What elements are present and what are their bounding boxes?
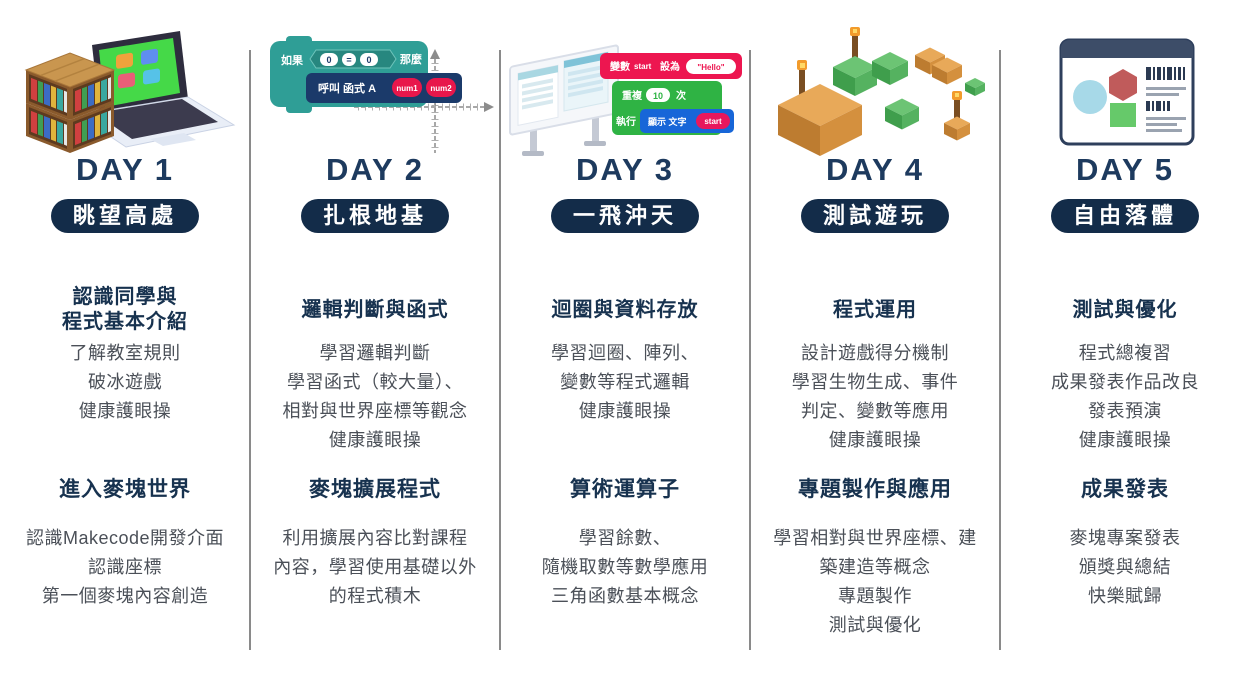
- green-cube-center: [885, 98, 919, 130]
- svg-text:次: 次: [676, 89, 686, 102]
- session-heading: 程式運用: [833, 298, 917, 321]
- session-heading: 測試與優化: [1072, 298, 1178, 321]
- laptop: [76, 31, 236, 148]
- svg-text:0: 0: [366, 55, 371, 65]
- svg-text:start: start: [634, 62, 652, 71]
- svg-text:"Hello": "Hello": [697, 63, 724, 72]
- bookshelf-laptop-icon: [24, 31, 236, 153]
- repeat-block: 重複 10 次 執行 顯示 文字 start: [612, 81, 734, 135]
- day-badge: 一飛沖天: [551, 199, 699, 233]
- session-items: 設計遊戲得分機制 學習生物生成、事件 判定、變數等應用 健康護眼操: [791, 343, 959, 450]
- day-title: DAY 3: [576, 152, 674, 187]
- column-divider: [249, 50, 251, 650]
- green-cube-row: [833, 52, 908, 96]
- day-badge: 自由落體: [1051, 199, 1199, 233]
- presentation-slide-icon: [1056, 35, 1198, 149]
- svg-text:10: 10: [653, 91, 663, 101]
- day-title: DAY 5: [1076, 152, 1174, 187]
- day2-illustration: 如果 0 = 0 那麼 呼叫 函式 A num1 num2: [250, 25, 500, 160]
- day-badge: 扎根地基: [301, 199, 449, 233]
- code-blocks-axes-icon: 如果 0 = 0 那麼 呼叫 函式 A num1 num2: [270, 36, 494, 153]
- orange-cube-large: [778, 84, 862, 156]
- bookshelf: [24, 52, 116, 153]
- green-cube-small: [965, 78, 985, 96]
- svg-text:呼叫 函式 A: 呼叫 函式 A: [318, 81, 376, 95]
- day-badge: 測試遊玩: [801, 199, 949, 233]
- column-divider: [499, 50, 501, 650]
- column-divider: [749, 50, 751, 650]
- day-column-3: 變數 start 設為 "Hello" 重複 10 次 執行 顯示 文字: [500, 0, 750, 700]
- day3-illustration: 變數 start 設為 "Hello" 重複 10 次 執行 顯示 文字: [500, 25, 750, 160]
- day-badge: 眺望高處: [51, 199, 199, 233]
- barcode: [1146, 101, 1170, 111]
- day-title: DAY 2: [326, 152, 424, 187]
- whiteboard-code-blocks-icon: 變數 start 設為 "Hello" 重複 10 次 執行 顯示 文字: [509, 44, 742, 156]
- whiteboard: [509, 44, 619, 156]
- session-heading: 邏輯判斷與函式: [301, 298, 449, 321]
- svg-text:=: =: [346, 55, 351, 65]
- session-heading: 麥塊擴展程式: [309, 478, 441, 501]
- svg-text:如果: 如果: [281, 53, 303, 67]
- session-items: 了解教室規則 破冰遊戲 健康護眼操: [69, 343, 181, 421]
- session-heading: 認識同學與 程式基本介紹: [62, 286, 188, 333]
- svg-text:0: 0: [326, 55, 331, 65]
- orange-cube-small: [944, 116, 970, 141]
- svg-text:顯示 文字: 顯示 文字: [648, 116, 687, 127]
- session-items: 學習相對與世界座標、建 築建造等概念 專題製作 測試與優化: [773, 528, 977, 635]
- session-heading: 進入麥塊世界: [59, 478, 191, 501]
- column-divider: [999, 50, 1001, 650]
- session-items: 麥塊專案發表 頒獎與總結 快樂賦歸: [1069, 528, 1181, 606]
- svg-text:重複: 重複: [622, 89, 643, 102]
- torch: [850, 27, 860, 59]
- day-title: DAY 4: [826, 152, 924, 187]
- day-column-2: 如果 0 = 0 那麼 呼叫 函式 A num1 num2: [250, 0, 500, 700]
- session-items: 學習餘數、 隨機取數等數學應用 三角函數基本概念: [541, 528, 709, 606]
- torch: [952, 91, 962, 121]
- day-column-5: DAY 5 自由落體 測試與優化 程式總複習 成果發表作品改良 發表預演 健康護…: [1000, 0, 1250, 700]
- svg-text:變數: 變數: [609, 60, 630, 73]
- call-function-block: 呼叫 函式 A num1 num2: [306, 73, 462, 103]
- session-heading: 專題製作與應用: [798, 478, 952, 501]
- session-items: 程式總複習 成果發表作品改良 發表預演 健康護眼操: [1051, 343, 1199, 450]
- variable-block: 變數 start 設為 "Hello": [600, 53, 742, 79]
- svg-text:設為: 設為: [660, 60, 680, 73]
- day-column-4: DAY 4 測試遊玩 程式運用 設計遊戲得分機制 學習生物生成、事件 判定、變數…: [750, 0, 1000, 700]
- minecraft-cubes-icon: [778, 27, 985, 156]
- day5-illustration: [1000, 25, 1250, 160]
- svg-text:num2: num2: [430, 84, 452, 93]
- session-heading: 成果發表: [1081, 478, 1169, 501]
- session-heading: 迴圈與資料存放: [551, 298, 699, 321]
- svg-text:執行: 執行: [616, 115, 636, 128]
- svg-text:num1: num1: [396, 84, 418, 93]
- day-title: DAY 1: [76, 152, 174, 187]
- orange-cube-pair: [915, 47, 962, 85]
- session-heading: 算術運算子: [570, 478, 680, 501]
- day-column-1: DAY 1 眺望高處 認識同學與 程式基本介紹 了解教室規則 破冰遊戲 健康護眼…: [0, 0, 250, 700]
- svg-text:start: start: [704, 117, 722, 126]
- svg-text:那麼: 那麼: [400, 52, 422, 66]
- session-items: 學習迴圈、陣列、 變數等程式邏輯 健康護眼操: [551, 343, 699, 421]
- barcode: [1146, 67, 1185, 80]
- session-items: 認識Makecode開發介面 認識座標 第一個麥塊內容創造: [25, 528, 225, 606]
- day4-illustration: [750, 25, 1000, 160]
- session-items: 學習邏輯判斷 學習函式（較大量）、 相對與世界座標等觀念 健康護眼操: [282, 343, 468, 450]
- session-items: 利用擴展內容比對課程 內容，學習使用基礎以外 的程式積木: [273, 528, 477, 606]
- day1-illustration: [0, 25, 250, 160]
- torch: [797, 60, 807, 95]
- presentation-board: [1056, 35, 1198, 149]
